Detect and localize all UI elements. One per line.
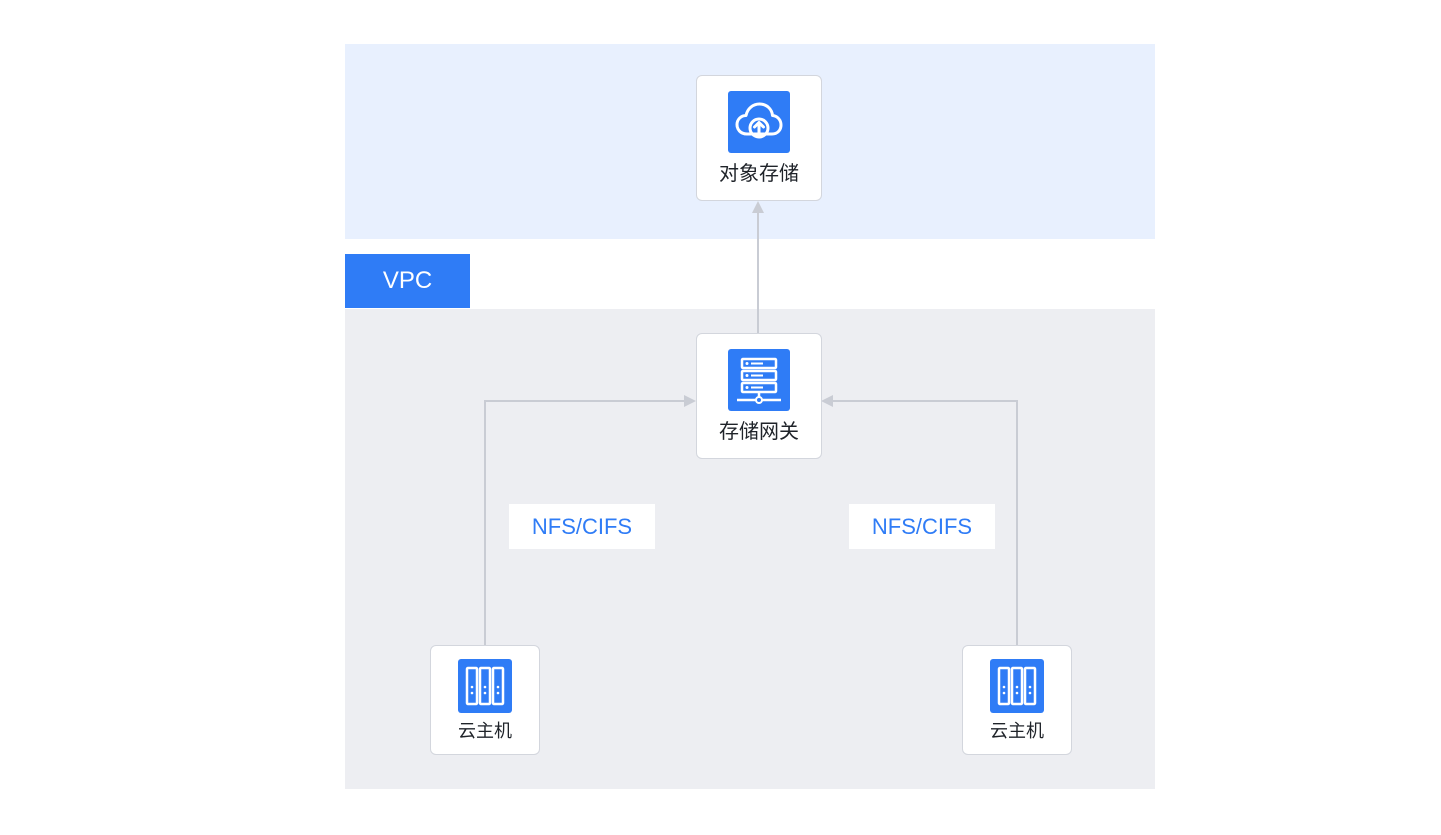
- cloud-upload-icon: [728, 91, 790, 153]
- cvm-left-node[interactable]: 云主机: [430, 645, 540, 755]
- cvm-right-node[interactable]: 云主机: [962, 645, 1072, 755]
- storage-gateway-label: 存储网关: [719, 419, 799, 443]
- storage-gateway-node[interactable]: 存储网关: [696, 333, 822, 459]
- object-storage-node[interactable]: 对象存储: [696, 75, 822, 201]
- edge-right-cvm-to-gateway: [821, 395, 1018, 646]
- cvm-right-label: 云主机: [990, 721, 1044, 742]
- vpc-tag: VPC: [345, 254, 470, 308]
- host-icon: [458, 659, 512, 713]
- object-storage-label: 对象存储: [719, 161, 799, 185]
- right-protocol-label: NFS/CIFS: [849, 504, 995, 549]
- cvm-left-label: 云主机: [458, 721, 512, 742]
- host-icon: [990, 659, 1044, 713]
- left-protocol-label: NFS/CIFS: [509, 504, 655, 549]
- edge-left-cvm-to-gateway: [484, 395, 696, 646]
- server-icon: [728, 349, 790, 411]
